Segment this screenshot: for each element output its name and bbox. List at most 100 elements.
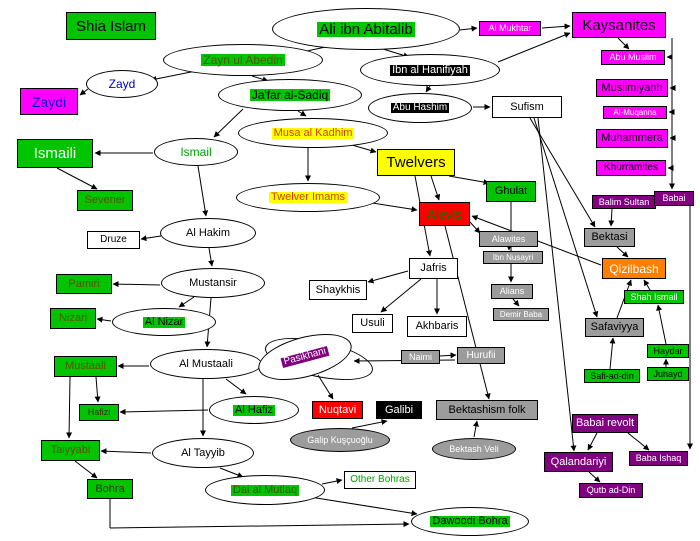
node-label-sevener: Sevener [84,194,126,206]
node-ismail: Ismail [154,138,238,166]
node-taiyyabi: Taiyyabi [41,440,100,461]
edge-37 [208,247,215,267]
node-muhammera: Muhammera [596,129,668,148]
node-label-alians: Alians [499,286,525,296]
edge-51 [321,478,343,485]
edge-24 [448,175,490,186]
node-label-zaydi: Zaydi [31,93,67,110]
edge-55 [317,374,334,400]
node-label-khurramites: Khurramites [604,162,658,173]
node-al-tayyib: Al Tayyib [152,438,254,468]
node-label-al-mukhtar: Al Mukhtar [488,23,532,33]
node-label-alawites: Alawites [491,233,526,244]
node-pamiri: Pamiri [56,274,112,294]
node-nizari: Nizari [50,308,96,329]
edge-39 [178,296,195,308]
edge-23 [371,202,418,213]
node-ghulat: Ghulat [486,181,536,202]
node-label-hurufii: Hurufii [466,349,496,361]
edge-52 [309,496,418,517]
node-label-kaysanites: Kaysanites [582,16,656,34]
node-alians: Alians [491,284,533,299]
node-akhbaris: Akhbaris [407,316,467,337]
node-babai-revolt: Babai revolt [572,414,638,433]
node-babai: Babai [654,191,694,206]
node-qizilbash: Qizilbash [602,258,666,279]
node-junayd: Junayd [647,367,689,381]
node-abu-muslim: Abu Muslim [601,50,665,65]
node-kaysanites: Kaysanites [572,12,666,38]
node-label-junayd: Junayd [653,368,683,379]
node-label-safaviyya: Safaviyya [590,321,639,333]
node-ali-ibn-abitalib: Ali ibn Abitalib [272,8,460,50]
node-sevener: Sevener [77,190,133,211]
edge-57 [439,352,457,359]
node-label-galibi: Galibi [384,403,414,416]
node-label-jafar-al-sadiq: Ja'far al-Sadiq [249,88,331,102]
node-label-abu-hashim: Abu Hashim [390,102,450,113]
node-label-shia-islam: Shia Islam [75,17,147,35]
node-label-ghulat: Ghulat [494,185,528,197]
node-abu-hashim: Abu Hashim [368,93,472,123]
node-label-musa-al-kadhim: Musa al Kadhim [271,126,355,139]
node-dai-al-mutlaq: Dai al Mutlaq [205,475,325,505]
node-label-alevis: Alevis [427,206,462,222]
node-alevis: Alevis [419,202,470,226]
edge-30 [512,298,520,307]
node-hafizi: Hafizi [79,404,119,421]
node-hurufii: Hurufii [457,347,505,364]
edge-35 [197,165,209,217]
node-al-hafiz: Al Hafiz [209,396,299,424]
node-label-shaykhis: Shaykhis [315,283,361,296]
node-label-babai: Babai [662,193,686,203]
node-al-muqanna: Al-Muqanna [603,106,667,119]
node-label-bohra: Bohra [95,482,125,495]
node-label-nuqtavi: Nuqtavi [318,403,357,416]
node-jafris: Jafris [409,258,458,279]
node-label-qizilbash: Qizilbash [609,261,659,276]
edge-5 [425,85,432,93]
edge-73 [588,471,601,483]
node-twelvers: Twelvers [377,149,455,176]
node-label-demir-baba: Demir Baba [499,309,543,319]
edge-2 [459,25,478,32]
node-label-babai-revolt: Babai revolt [575,417,635,429]
edge-17 [297,110,307,117]
node-zayd: Zayd [86,70,158,98]
edge-36 [140,235,162,242]
node-label-naimi: Naimi [408,351,432,362]
edge-25 [430,175,441,201]
node-label-sufism: Sufism [510,100,544,113]
node-label-bektash-veli: Bektash Veli [449,443,499,454]
node-druze: Druze [87,231,140,249]
edge-15 [79,88,89,96]
node-usuli: Usuli [352,314,393,333]
node-label-mustaali: Mustaali [65,360,106,372]
node-galibi: Galibi [376,401,422,419]
edge-49 [74,460,98,479]
edge-64 [616,246,629,258]
node-label-al-tayyib: Al Tayyib [181,446,225,459]
node-label-other-bohras: Other Bohras [350,474,410,485]
edge-69 [656,304,667,345]
edge-43 [66,376,73,439]
node-label-dai-al-mutlaq: Dai al Mutlaq [230,483,300,496]
node-alawites: Alawites [479,231,538,247]
node-other-bohras: Other Bohras [344,471,416,489]
node-mustaali: Mustaali [54,356,117,377]
node-ibn-nusayri: Ibn Nusayri [483,251,543,264]
node-al-hakim: Al Hakim [160,218,256,248]
edge-18 [213,108,244,138]
node-label-al-mustaali: Al Mustaali [179,357,233,370]
edge-58 [351,419,388,429]
node-label-al-nizar: Al Nizar [142,315,186,328]
node-label-ismaili: Ismaili [33,145,77,162]
node-label-bektasi: Bektasi [591,231,628,243]
node-al-mukhtar: Al Mukhtar [479,21,541,36]
edge-21 [351,144,377,154]
node-label-druze: Druze [100,234,127,245]
edge-66 [643,279,651,291]
node-label-ismail: Ismail [180,145,212,159]
node-mustansir: Mustansir [161,268,265,298]
node-zaydi: Zaydi [20,88,78,115]
